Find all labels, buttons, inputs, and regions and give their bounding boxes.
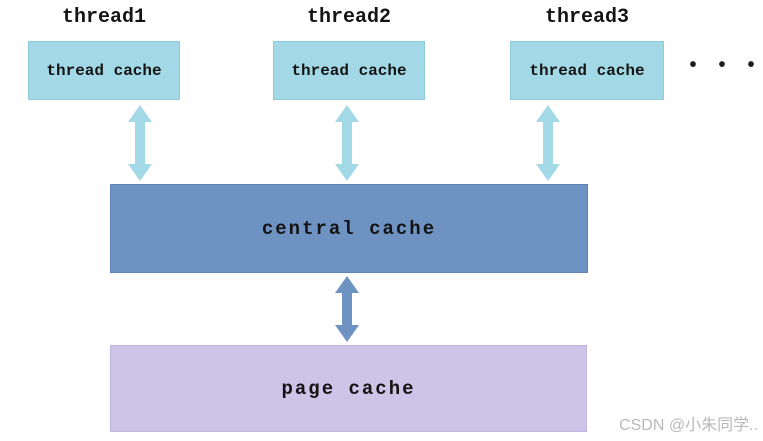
double-arrow-thread2-central-icon: [335, 105, 359, 181]
central-cache-box: central cache: [110, 184, 588, 273]
double-arrow-thread1-central-icon: [128, 105, 152, 181]
ellipsis-dot: •: [745, 54, 758, 78]
ellipsis-dots: • • •: [687, 52, 757, 80]
thread-cache-box-1: thread cache: [28, 41, 180, 100]
thread3-title: thread3: [544, 6, 630, 29]
double-arrow-thread3-central-icon: [536, 105, 560, 181]
thread2-title: thread2: [306, 6, 392, 29]
page-cache-box: page cache: [110, 345, 587, 432]
double-arrow-central-page-icon: [335, 276, 359, 342]
thread-cache-box-3: thread cache: [510, 41, 664, 100]
ellipsis-dot: •: [687, 54, 700, 78]
arrow-shaft: [342, 120, 352, 166]
arrow-shaft: [135, 120, 145, 166]
ellipsis-dot: •: [716, 54, 729, 78]
csdn-watermark: CSDN @小朱同学..: [619, 417, 758, 434]
arrow-shaft: [543, 120, 553, 166]
thread-cache-box-2: thread cache: [273, 41, 425, 100]
arrow-shaft: [342, 291, 352, 327]
thread1-title: thread1: [61, 6, 147, 29]
